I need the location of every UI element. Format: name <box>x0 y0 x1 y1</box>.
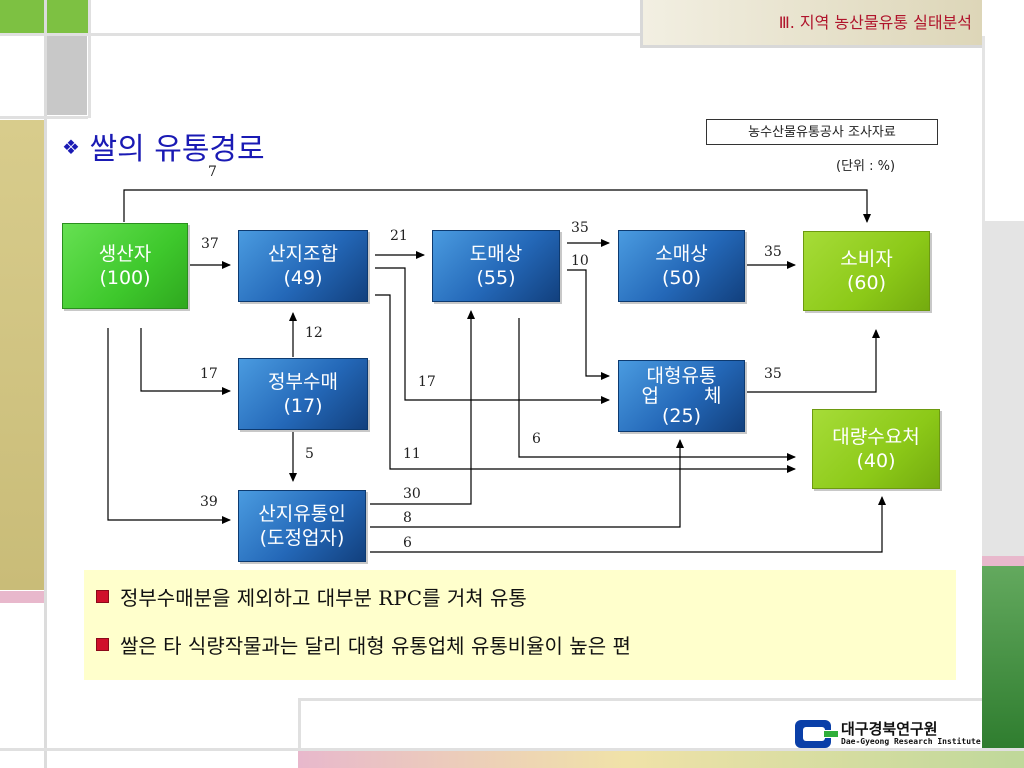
logo-name-en: Dae-Gyeong Research Institute <box>841 737 981 746</box>
note-bullet-icon <box>96 590 109 603</box>
edge-producer-dealer <box>107 328 231 524</box>
note-bullet-icon <box>96 638 109 651</box>
frame-hline-top <box>0 33 640 36</box>
edge-wholesale-large <box>567 269 610 380</box>
node-dealer-label: 산지유통인 <box>258 503 346 525</box>
frame-gray-block <box>47 35 87 115</box>
node-gov-value: (17) <box>283 395 323 417</box>
title-text: 쌀의 유통경로 <box>89 132 265 167</box>
node-retail: 소매상 (50) <box>618 230 745 302</box>
frame-right-green <box>982 566 1024 748</box>
logo-name-ko: 대구경북연구원 <box>841 720 938 738</box>
flow-coop-bulk: 11 <box>403 446 421 462</box>
node-large-dist: 대형유통 업 체 (25) <box>618 360 745 432</box>
unit-label: (단위 : %) <box>836 159 896 174</box>
source-box: 농수산물유통공사 조사자료 <box>706 119 938 145</box>
flow-dealer-bulk: 6 <box>403 535 412 551</box>
node-gov-label: 정부수매 <box>268 371 338 393</box>
node-bulk-value: (40) <box>856 450 896 472</box>
frame-tan-strip <box>0 120 44 590</box>
note-item: 정부수매분을 제외하고 대부분 RPC를 거쳐 유통 <box>84 582 956 628</box>
node-coop: 산지조합 (49) <box>238 230 368 302</box>
node-consumer: 소비자 (60) <box>803 231 930 311</box>
logo-mark-icon <box>795 720 838 748</box>
flow-gov-dealer: 5 <box>305 446 314 462</box>
flow-wholesale-retail: 35 <box>571 220 589 236</box>
edge-dealer-wholesale <box>370 310 475 505</box>
frame-bottom-box <box>298 698 982 750</box>
frame-right-pink <box>982 556 1024 566</box>
flow-large-consumer: 35 <box>764 366 782 382</box>
section-title: Ⅲ. 지역 농산물유통 실태분석 <box>778 13 972 32</box>
notes-panel: 정부수매분을 제외하고 대부분 RPC를 거쳐 유통 쌀은 타 식량작물과는 달… <box>84 570 956 680</box>
node-large-dist-value: (25) <box>661 405 701 427</box>
flow-dealer-large: 8 <box>403 510 412 526</box>
node-producer-value: (100) <box>99 267 151 289</box>
edge-wholesale-bulk <box>518 318 796 461</box>
frame-hline-118 <box>0 116 88 119</box>
flow-producer-dealer: 39 <box>200 494 218 510</box>
flow-dealer-wholesale: 30 <box>403 486 421 502</box>
frame-bottom-gradient <box>298 751 1024 768</box>
node-consumer-label: 소비자 <box>840 248 893 270</box>
node-retail-label: 소매상 <box>655 243 708 265</box>
edge-coop-large <box>375 267 610 404</box>
node-producer: 생산자 (100) <box>62 223 188 309</box>
frame-vline-1 <box>44 0 47 768</box>
note-text-1: 정부수매분을 제외하고 대부분 RPC를 거쳐 유통 <box>120 586 527 610</box>
frame-hline-bottom <box>0 748 1024 751</box>
edge-dealer-bulk <box>370 496 886 553</box>
edge-dealer-large <box>370 439 684 528</box>
edge-producer-gov <box>140 328 231 395</box>
node-wholesale-label: 도매상 <box>469 243 523 265</box>
node-retail-value: (50) <box>661 267 701 289</box>
frame-pink-strip <box>0 591 44 603</box>
edge-large-consumer <box>745 329 880 393</box>
node-bulk: 대량수요처 (40) <box>812 409 940 489</box>
flow-retail-consumer: 35 <box>764 244 782 260</box>
node-dealer: 산지유통인 (도정업자) <box>238 490 366 562</box>
flow-coop-large: 17 <box>418 374 436 390</box>
node-gov: 정부수매 (17) <box>238 358 368 430</box>
flow-coop-wholesale: 21 <box>390 228 408 244</box>
flow-producer-coop: 37 <box>201 236 219 252</box>
note-item: 쌀은 타 식량작물과는 달리 대형 유통업체 유통비율이 높은 편 <box>84 628 956 674</box>
node-large-dist-label: 대형유통 <box>646 365 717 387</box>
frame-right-white <box>985 36 1024 221</box>
page-title: ❖ 쌀의 유통경로 <box>62 124 265 168</box>
edge-coop-bulk <box>375 294 796 473</box>
node-dealer-value: (도정업자) <box>259 527 345 549</box>
institute-logo: 대구경북연구원 Dae-Gyeong Research Institute <box>794 718 981 750</box>
flow-gov-coop: 12 <box>305 325 323 341</box>
frame-vline-2 <box>88 0 91 118</box>
node-producer-label: 생산자 <box>98 243 152 265</box>
node-coop-value: (49) <box>283 267 323 289</box>
flow-wholesale-bulk: 6 <box>532 431 541 447</box>
node-consumer-value: (60) <box>846 272 886 294</box>
node-large-dist-label-2: 업 체 <box>641 385 722 407</box>
node-bulk-label: 대량수요처 <box>832 426 920 448</box>
node-coop-label: 산지조합 <box>268 243 338 265</box>
edge-producer-consumer <box>123 189 871 223</box>
node-wholesale-value: (55) <box>476 267 516 289</box>
section-header: Ⅲ. 지역 농산물유통 실태분석 <box>640 0 982 48</box>
note-text-2: 쌀은 타 식량작물과는 달리 대형 유통업체 유통비율이 높은 편 <box>120 634 631 658</box>
flow-producer-consumer: 7 <box>208 164 217 180</box>
flow-wholesale-large: 10 <box>571 253 589 269</box>
title-bullet-icon: ❖ <box>62 135 80 159</box>
flow-producer-gov: 17 <box>200 366 218 382</box>
node-wholesale: 도매상 (55) <box>432 230 560 302</box>
